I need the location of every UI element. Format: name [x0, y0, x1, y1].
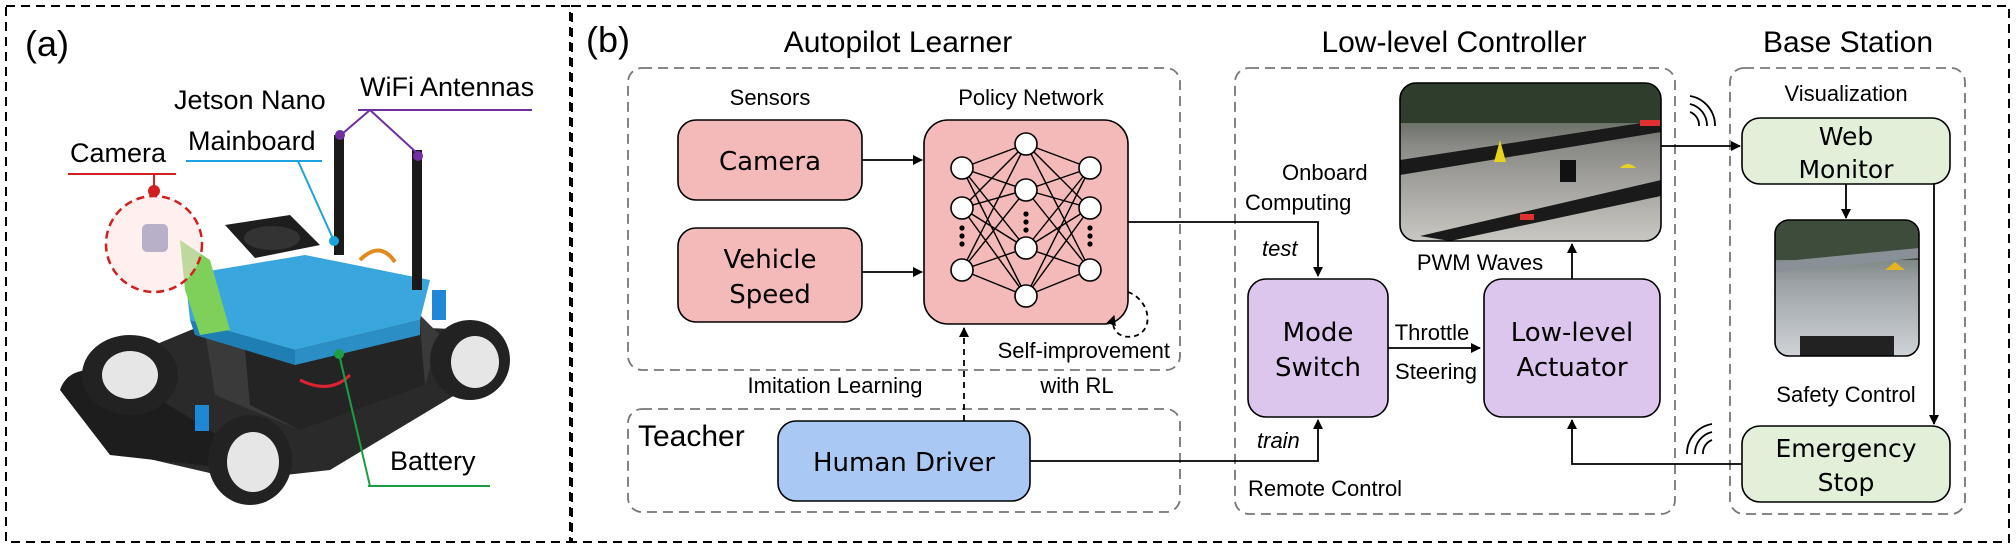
nn-neuron: [1014, 132, 1038, 156]
sensors-label: Sensors: [730, 85, 811, 110]
self-improvement-loop-arrow: [1106, 291, 1149, 338]
panel-b-frame: [571, 5, 2010, 543]
nn-edge: [961, 143, 1027, 209]
nn-neuron: [950, 258, 974, 282]
self-improvement-line2: with RL: [1039, 373, 1113, 398]
robot-car-illustration: [60, 135, 510, 505]
onboard-camera-frame: [1399, 82, 1662, 242]
teacher-label: Teacher: [638, 420, 745, 453]
nn-ellipsis-dot: [959, 233, 965, 239]
policy-network-label: Policy Network: [958, 85, 1104, 110]
camera-module-icon: [142, 224, 168, 252]
jetson-callout-line: [297, 160, 335, 242]
wifi-signal-icon-bottom: [1686, 423, 1713, 455]
nn-neuron: [950, 156, 974, 180]
vehicle-speed-label-line2: Speed: [729, 280, 811, 310]
web-monitor-line1: Web: [1819, 122, 1874, 151]
stop-to-actuator-arrow: [1567, 419, 1742, 465]
vehicle-speed-label-line1: Vehicle: [724, 245, 817, 275]
base-station-group: [1729, 67, 1966, 515]
policy-to-mode-switch-arrow: [1128, 221, 1323, 277]
mode-switch-line1: Mode: [1283, 318, 1354, 348]
nn-edge: [1025, 207, 1091, 249]
controller-group: [1234, 67, 1676, 515]
vehicle-speed-node: [677, 227, 863, 323]
emergency-stop-node: [1741, 425, 1951, 503]
emergency-stop-line2: Stop: [1818, 468, 1875, 497]
nn-neuron: [1014, 178, 1038, 202]
remote-control-label: Remote Control: [1248, 476, 1402, 501]
nn-edge: [1025, 189, 1091, 271]
low-level-actuator-node: [1483, 278, 1661, 418]
controller-title: Low-level Controller: [1321, 26, 1586, 59]
steering-label: Steering: [1395, 359, 1477, 384]
panel-a-label: (a): [25, 23, 69, 64]
nn-edge: [961, 207, 1027, 297]
nn-edge: [1025, 143, 1091, 209]
nn-ellipsis-dot: [1023, 227, 1029, 233]
nn-neuron: [1078, 156, 1102, 180]
actuator-line2: Actuator: [1516, 353, 1627, 383]
nn-edge: [1025, 207, 1091, 297]
nn-edge: [1025, 167, 1091, 249]
battery-callout-text: Battery: [390, 446, 476, 476]
jetson-callout-line1: Jetson Nano: [174, 85, 326, 115]
visualization-label: Visualization: [1784, 81, 1907, 106]
wifi-callout-line-left: [341, 109, 371, 135]
human-to-mode-switch-arrow: [1030, 419, 1323, 462]
nn-neuron: [1014, 236, 1038, 260]
nn-neuron: [950, 196, 974, 220]
battery-callout-line: [338, 353, 371, 487]
nn-edge: [961, 207, 1027, 249]
mode-switch-node: [1247, 278, 1389, 418]
test-label: test: [1262, 236, 1298, 261]
nn-ellipsis-dot: [1023, 211, 1029, 217]
actuator-line1: Low-level: [1511, 318, 1633, 348]
wifi-callout-dot-right: [413, 151, 423, 161]
camera-callout-text: Camera: [70, 138, 167, 168]
nn-edge: [1025, 167, 1091, 297]
nn-neuron: [1078, 196, 1102, 220]
base-station-title: Base Station: [1763, 26, 1933, 59]
neural-network-icon: [950, 132, 1102, 308]
nn-neuron: [1014, 284, 1038, 308]
panel-b-label: (b): [586, 19, 630, 60]
self-improvement-line1: Self-improvement: [998, 338, 1170, 363]
nn-ellipsis-dot: [959, 241, 965, 247]
nn-edge: [961, 167, 1027, 297]
pwm-waves-label: PWM Waves: [1417, 250, 1543, 275]
onboard-computing-line1: Onboard: [1282, 160, 1368, 185]
nn-ellipsis-dot: [1087, 233, 1093, 239]
wifi-callout-dot-left: [335, 130, 345, 140]
wifi-callout-text: WiFi Antennas: [360, 72, 534, 102]
camera-node-label: Camera: [719, 147, 821, 177]
safety-control-label: Safety Control: [1776, 382, 1915, 407]
nn-ellipsis-dot: [1087, 225, 1093, 231]
web-monitor-line2: Monitor: [1798, 155, 1894, 184]
throttle-label: Throttle: [1395, 320, 1470, 345]
web-monitor-view: [1775, 220, 1919, 356]
onboard-camera-view: [1400, 83, 1661, 241]
autopilot-title: Autopilot Learner: [784, 26, 1013, 59]
train-label: train: [1257, 428, 1300, 453]
nn-ellipsis-dot: [1087, 241, 1093, 247]
nn-edge: [961, 189, 1027, 271]
mode-switch-line2: Switch: [1275, 353, 1361, 383]
jetson-callout-line2: Mainboard: [188, 126, 316, 156]
wifi-signal-icon-top: [1689, 95, 1716, 127]
emergency-stop-line1: Emergency: [1775, 434, 1916, 463]
autopilot-group: [627, 67, 1181, 371]
nn-ellipsis-dot: [959, 225, 965, 231]
nn-neuron: [1078, 258, 1102, 282]
nn-edge: [961, 143, 1027, 271]
panel-a-frame: [5, 5, 571, 543]
onboard-computing-line2: Computing: [1245, 190, 1351, 215]
web-monitor-view-frame: [1774, 219, 1920, 357]
imitation-learning-label: Imitation Learning: [748, 373, 923, 398]
human-driver-label: Human Driver: [813, 448, 995, 478]
jetson-callout-dot: [329, 236, 339, 246]
wifi-callout-line-right: [369, 109, 419, 155]
nn-ellipsis-dot: [1023, 219, 1029, 225]
